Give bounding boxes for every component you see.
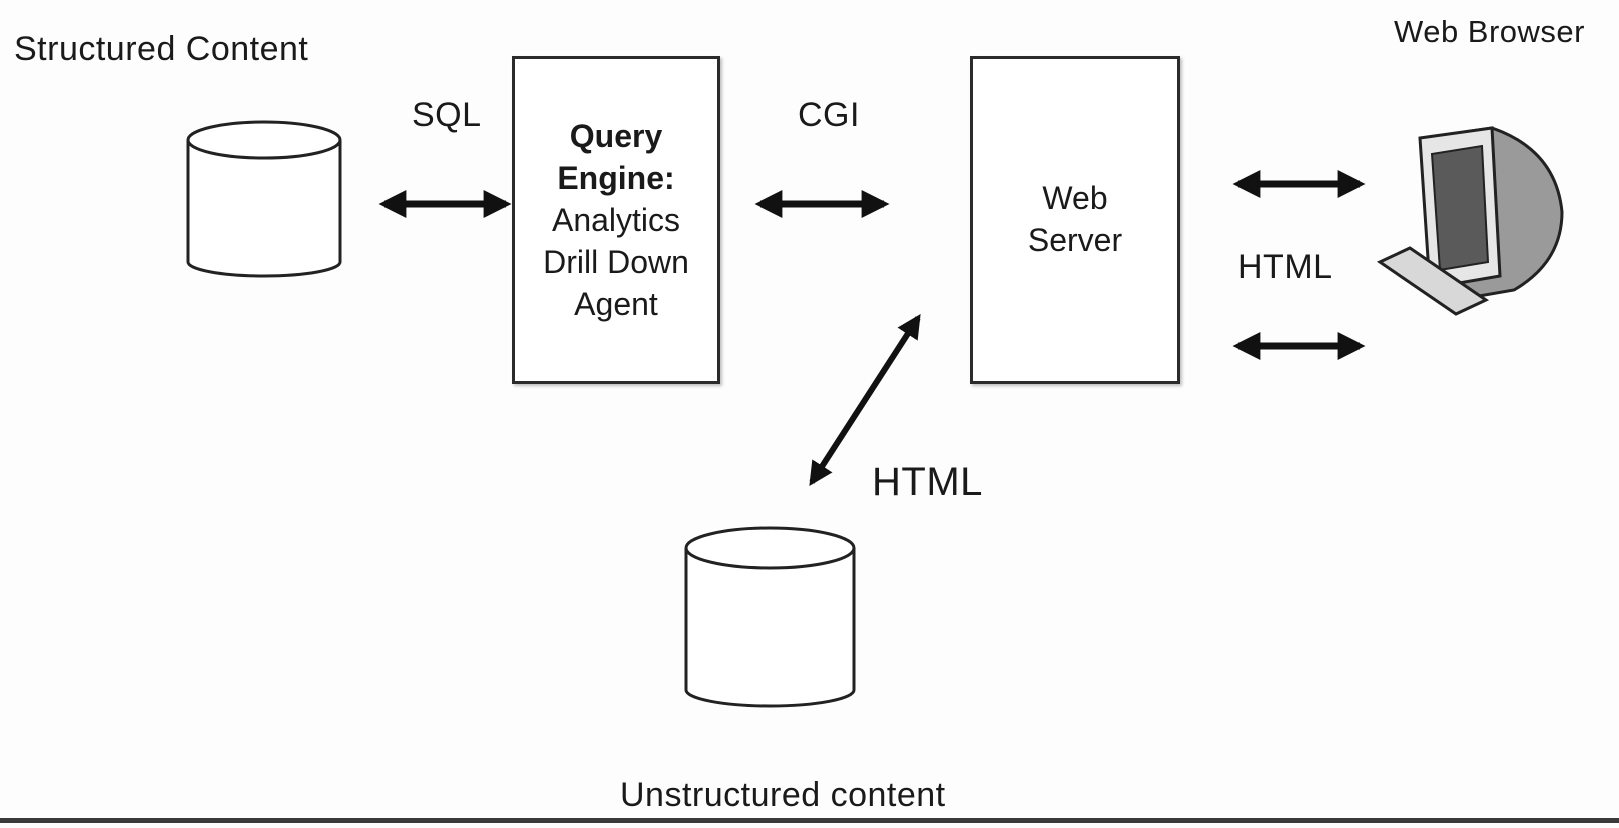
unstructured-content-label: Unstructured content bbox=[620, 776, 946, 814]
unstructured-arrow bbox=[809, 313, 921, 487]
bottom-border bbox=[0, 818, 1619, 823]
sql-label: SQL bbox=[412, 96, 482, 134]
web-server-text: Web Server bbox=[1028, 177, 1122, 261]
structured-content-label: Structured Content bbox=[14, 30, 309, 68]
computer-monitor-icon bbox=[1376, 126, 1564, 316]
query-engine-analytics: Analytics bbox=[551, 202, 681, 238]
query-engine-box: Query Engine: Analytics Drill Down Agent bbox=[512, 56, 720, 384]
cgi-label: CGI bbox=[798, 96, 860, 134]
web-server-line1: Web bbox=[1042, 180, 1108, 216]
query-engine-agent: Agent bbox=[574, 286, 658, 322]
structured-database-icon bbox=[186, 120, 342, 278]
web-server-box: Web Server bbox=[970, 56, 1180, 384]
query-engine-title-line2: Engine: bbox=[557, 160, 675, 196]
web-server-line2: Server bbox=[1027, 222, 1123, 258]
query-engine-text: Query Engine: Analytics Drill Down Agent bbox=[543, 115, 689, 325]
query-engine-title-line1: Query bbox=[569, 118, 663, 154]
unstructured-database-icon bbox=[684, 526, 856, 708]
web-browser-label: Web Browser bbox=[1394, 14, 1585, 49]
query-engine-drill-down: Drill Down bbox=[543, 244, 689, 280]
html-browser-label: HTML bbox=[1238, 248, 1333, 286]
html-unstructured-label: HTML bbox=[872, 460, 983, 504]
